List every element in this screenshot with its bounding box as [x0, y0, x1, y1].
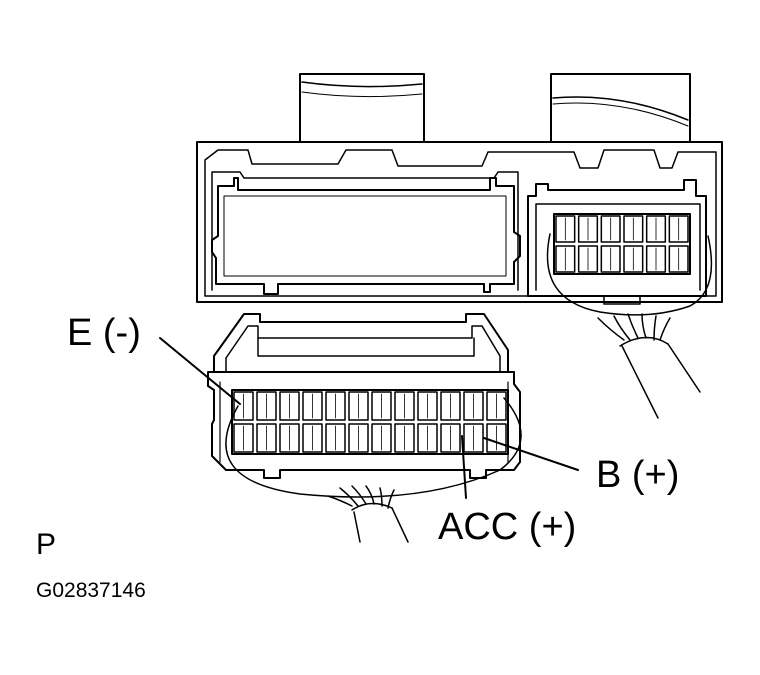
main-terminal-cavity [326, 392, 345, 420]
figure-code: G02837146 [36, 579, 146, 602]
upper-left-tab [300, 74, 424, 142]
main-terminal-cavity [303, 424, 322, 452]
small-terminal-cavity [556, 216, 575, 242]
large-cavity [212, 178, 520, 294]
main-terminal-cavity [234, 392, 253, 420]
main-terminal-cavity [487, 392, 506, 420]
leader-b [484, 438, 578, 470]
small-terminal-cavity [556, 246, 575, 272]
small-terminal-cavity [647, 246, 666, 272]
small-terminal-cavity [601, 246, 620, 272]
main-terminal-cavity [257, 392, 276, 420]
main-terminal-cavity [303, 392, 322, 420]
leader-acc [462, 436, 466, 498]
small-terminal-cavity [624, 216, 643, 242]
main-terminal-cavity [326, 424, 345, 452]
small-terminal-cavity [579, 246, 598, 272]
small-terminal-grid [554, 214, 690, 274]
small-terminal-cavity [579, 216, 598, 242]
main-terminal-cavity [395, 424, 414, 452]
small-terminal-cavity [669, 216, 688, 242]
lower-harness-tube [354, 508, 408, 542]
main-terminal-cavity [372, 424, 391, 452]
lower-harness [226, 398, 521, 542]
main-terminal-cavity [372, 392, 391, 420]
small-terminal-cavity [624, 246, 643, 272]
small-terminal-cavity [647, 216, 666, 242]
upper-right-tab [551, 74, 690, 142]
leader-e [160, 338, 240, 404]
small-terminal-cavity [601, 216, 620, 242]
small-terminal-cavity [669, 246, 688, 272]
small-grid-outline [554, 214, 690, 274]
main-terminal-cavity [441, 392, 460, 420]
main-terminal-grid [232, 390, 508, 454]
plug-latch [214, 314, 508, 372]
small-harness-tube [622, 344, 700, 418]
e-terminal-label: E (-) [67, 312, 141, 354]
main-terminal-cavity [441, 424, 460, 452]
main-terminal-cavity [349, 424, 368, 452]
main-terminal-cavity [395, 392, 414, 420]
main-terminal-cavity [418, 392, 437, 420]
leader-lines [160, 338, 578, 498]
main-terminal-cavity [280, 392, 299, 420]
main-terminal-cavity [464, 392, 483, 420]
view-letter: P [36, 528, 57, 561]
small-receptacle [528, 180, 706, 296]
main-terminal-cavity [418, 424, 437, 452]
b-terminal-label: B (+) [596, 454, 680, 496]
upper-housing [197, 74, 722, 304]
small-harness [547, 234, 711, 418]
main-terminal-cavity [257, 424, 276, 452]
main-terminal-cavity [234, 424, 253, 452]
main-grid-outline [232, 390, 508, 454]
main-terminal-cavity [280, 424, 299, 452]
upper-housing-outline [197, 142, 722, 302]
acc-terminal-label: ACC (+) [438, 506, 577, 548]
main-terminal-cavity [349, 392, 368, 420]
